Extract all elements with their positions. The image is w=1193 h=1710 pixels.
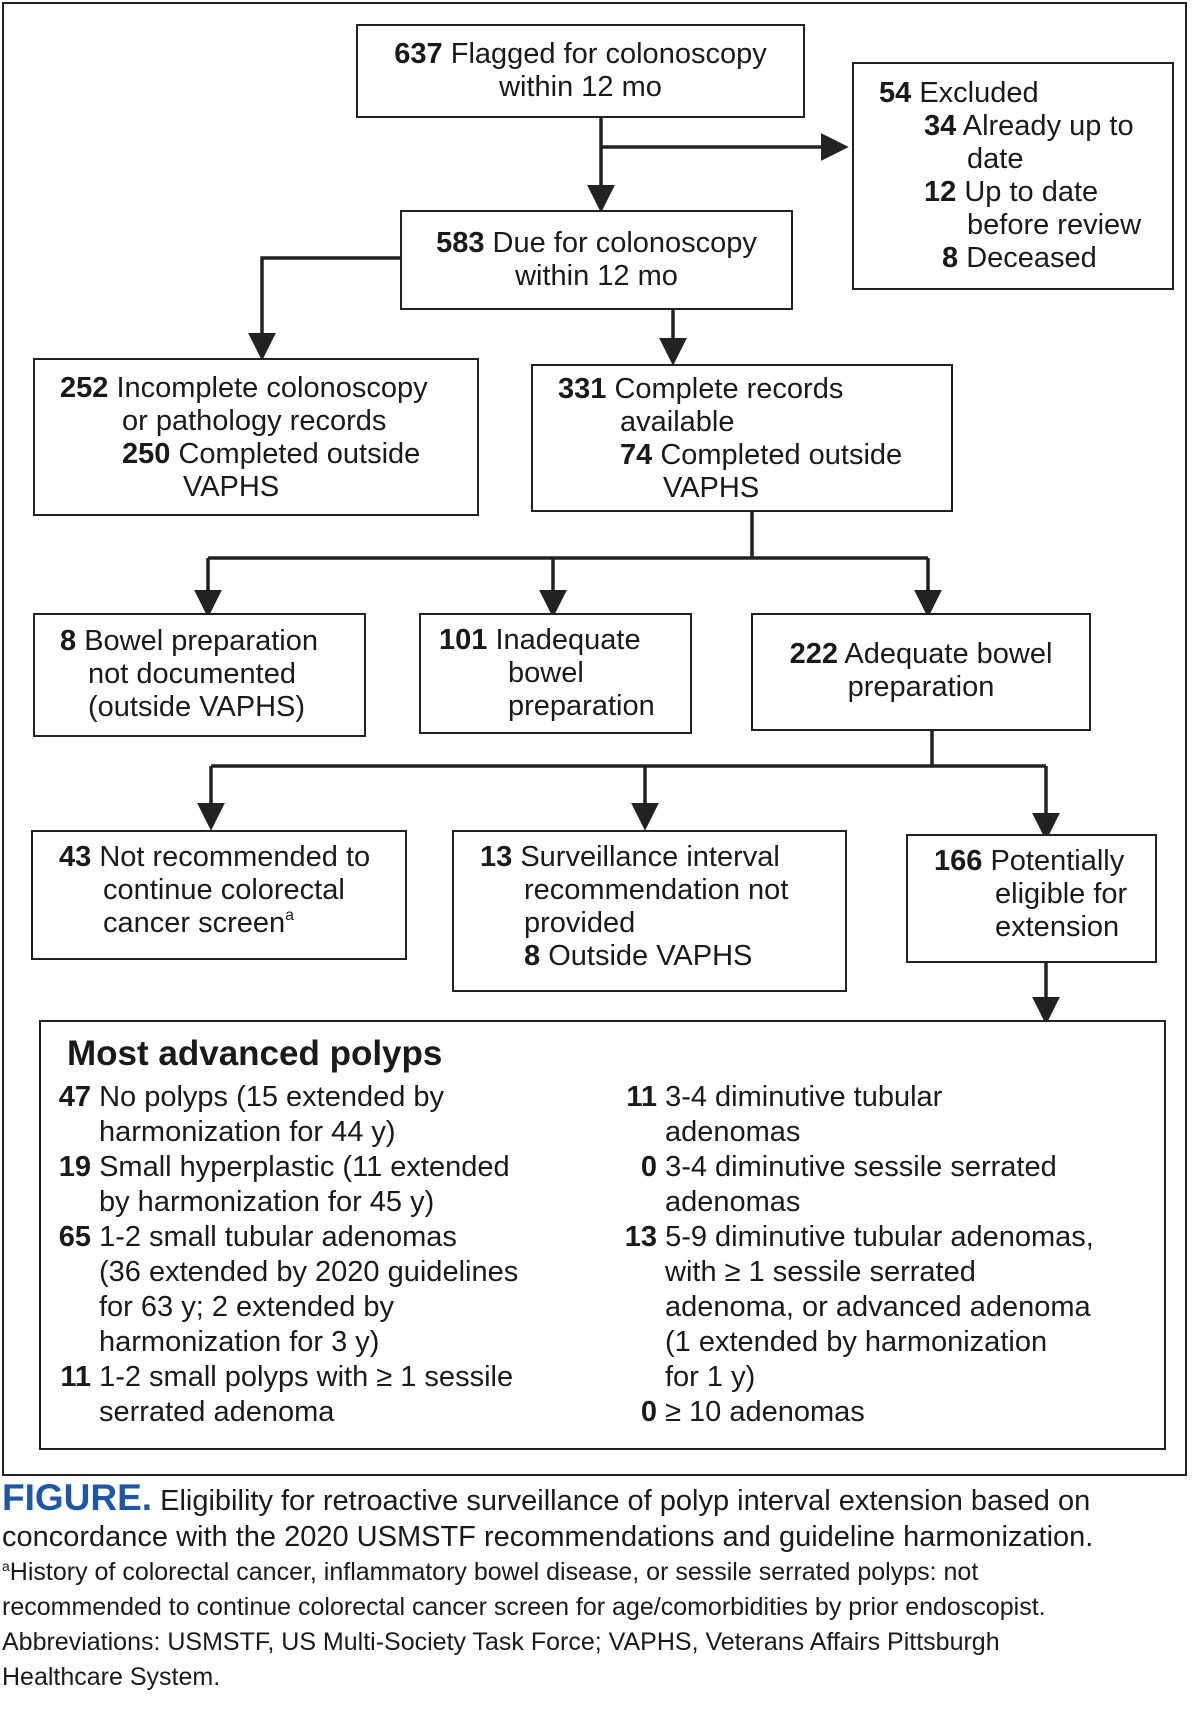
due-box: 583 Due for colonoscopy within 12 mo [400, 210, 793, 310]
flagged-count: 637 [394, 38, 443, 70]
flow-connectors [194, 118, 1060, 1025]
polyp-entry: 19 Small hyperplastic (11 extended by ha… [58, 1151, 510, 1218]
connector-adequate-split [211, 731, 1046, 768]
eligible-box: 166 Potentially eligible for extension [906, 834, 1157, 963]
bowel-not-documented-count: 8 [60, 625, 77, 657]
adequate-box: 222 Adequate bowel preparation [751, 613, 1091, 731]
complete-box: 331 Complete records available 74 Comple… [531, 364, 953, 512]
not-recommended-count: 43 [59, 841, 92, 873]
eligible-count: 166 [934, 845, 983, 877]
figure-caption: FIGURE. Eligibility for retroactive surv… [2, 1477, 1094, 1691]
inadequate-box: 101 Inadequate bowel preparation [419, 613, 692, 734]
adequate-count: 222 [789, 638, 838, 670]
complete-count: 331 [558, 373, 607, 405]
excluded-box: 54 Excluded 34 Already up to date 12 Up … [852, 62, 1174, 290]
not-recommended-box: 43 Not recommended to continue colorecta… [31, 830, 407, 960]
polyps-box: Most advanced polyps 47 No polyps (15 ex… [39, 1020, 1166, 1450]
arrow-due-to-incomplete [248, 256, 400, 361]
polyp-entry: 0 ≥ 10 adenomas [640, 1396, 865, 1428]
excluded-count: 54 [879, 77, 912, 109]
caption-footnote-mark: a [2, 1558, 10, 1574]
bowel-not-documented-box: 8 Bowel preparation not documented (outs… [33, 613, 366, 737]
figure-frame [2, 2, 1187, 1476]
polyp-entry: 0 3-4 diminutive sessile serrated adenom… [640, 1151, 1057, 1218]
polyp-entry: 65 1-2 small tubular adenomas (36 extend… [58, 1221, 519, 1358]
caption-label: FIGURE. [2, 1477, 153, 1518]
polyps-title: Most advanced polyps [67, 1034, 443, 1073]
due-count: 583 [436, 227, 485, 259]
polyp-entry: 13 5-9 diminutive tubular adenomas, with… [624, 1221, 1094, 1393]
footnote-mark: a [285, 907, 295, 924]
polyp-entry: 47 No polyps (15 extended by harmonizati… [58, 1081, 445, 1148]
connector-complete-split [208, 512, 928, 560]
incomplete-count: 252 [60, 372, 109, 404]
polyp-entry: 11 3-4 diminutive tubular adenomas [626, 1081, 943, 1148]
inadequate-count: 101 [439, 624, 488, 656]
polyp-entry: 11 1-2 small polyps with ≥ 1 sessile ser… [60, 1361, 514, 1428]
surveillance-missing-count: 13 [480, 841, 513, 873]
incomplete-box: 252 Incomplete colonoscopy or pathology … [33, 358, 479, 516]
surveillance-missing-box: 13 Surveillance interval recommendation … [452, 830, 847, 992]
flagged-box: 637 Flagged for colonoscopy within 12 mo [356, 24, 805, 118]
